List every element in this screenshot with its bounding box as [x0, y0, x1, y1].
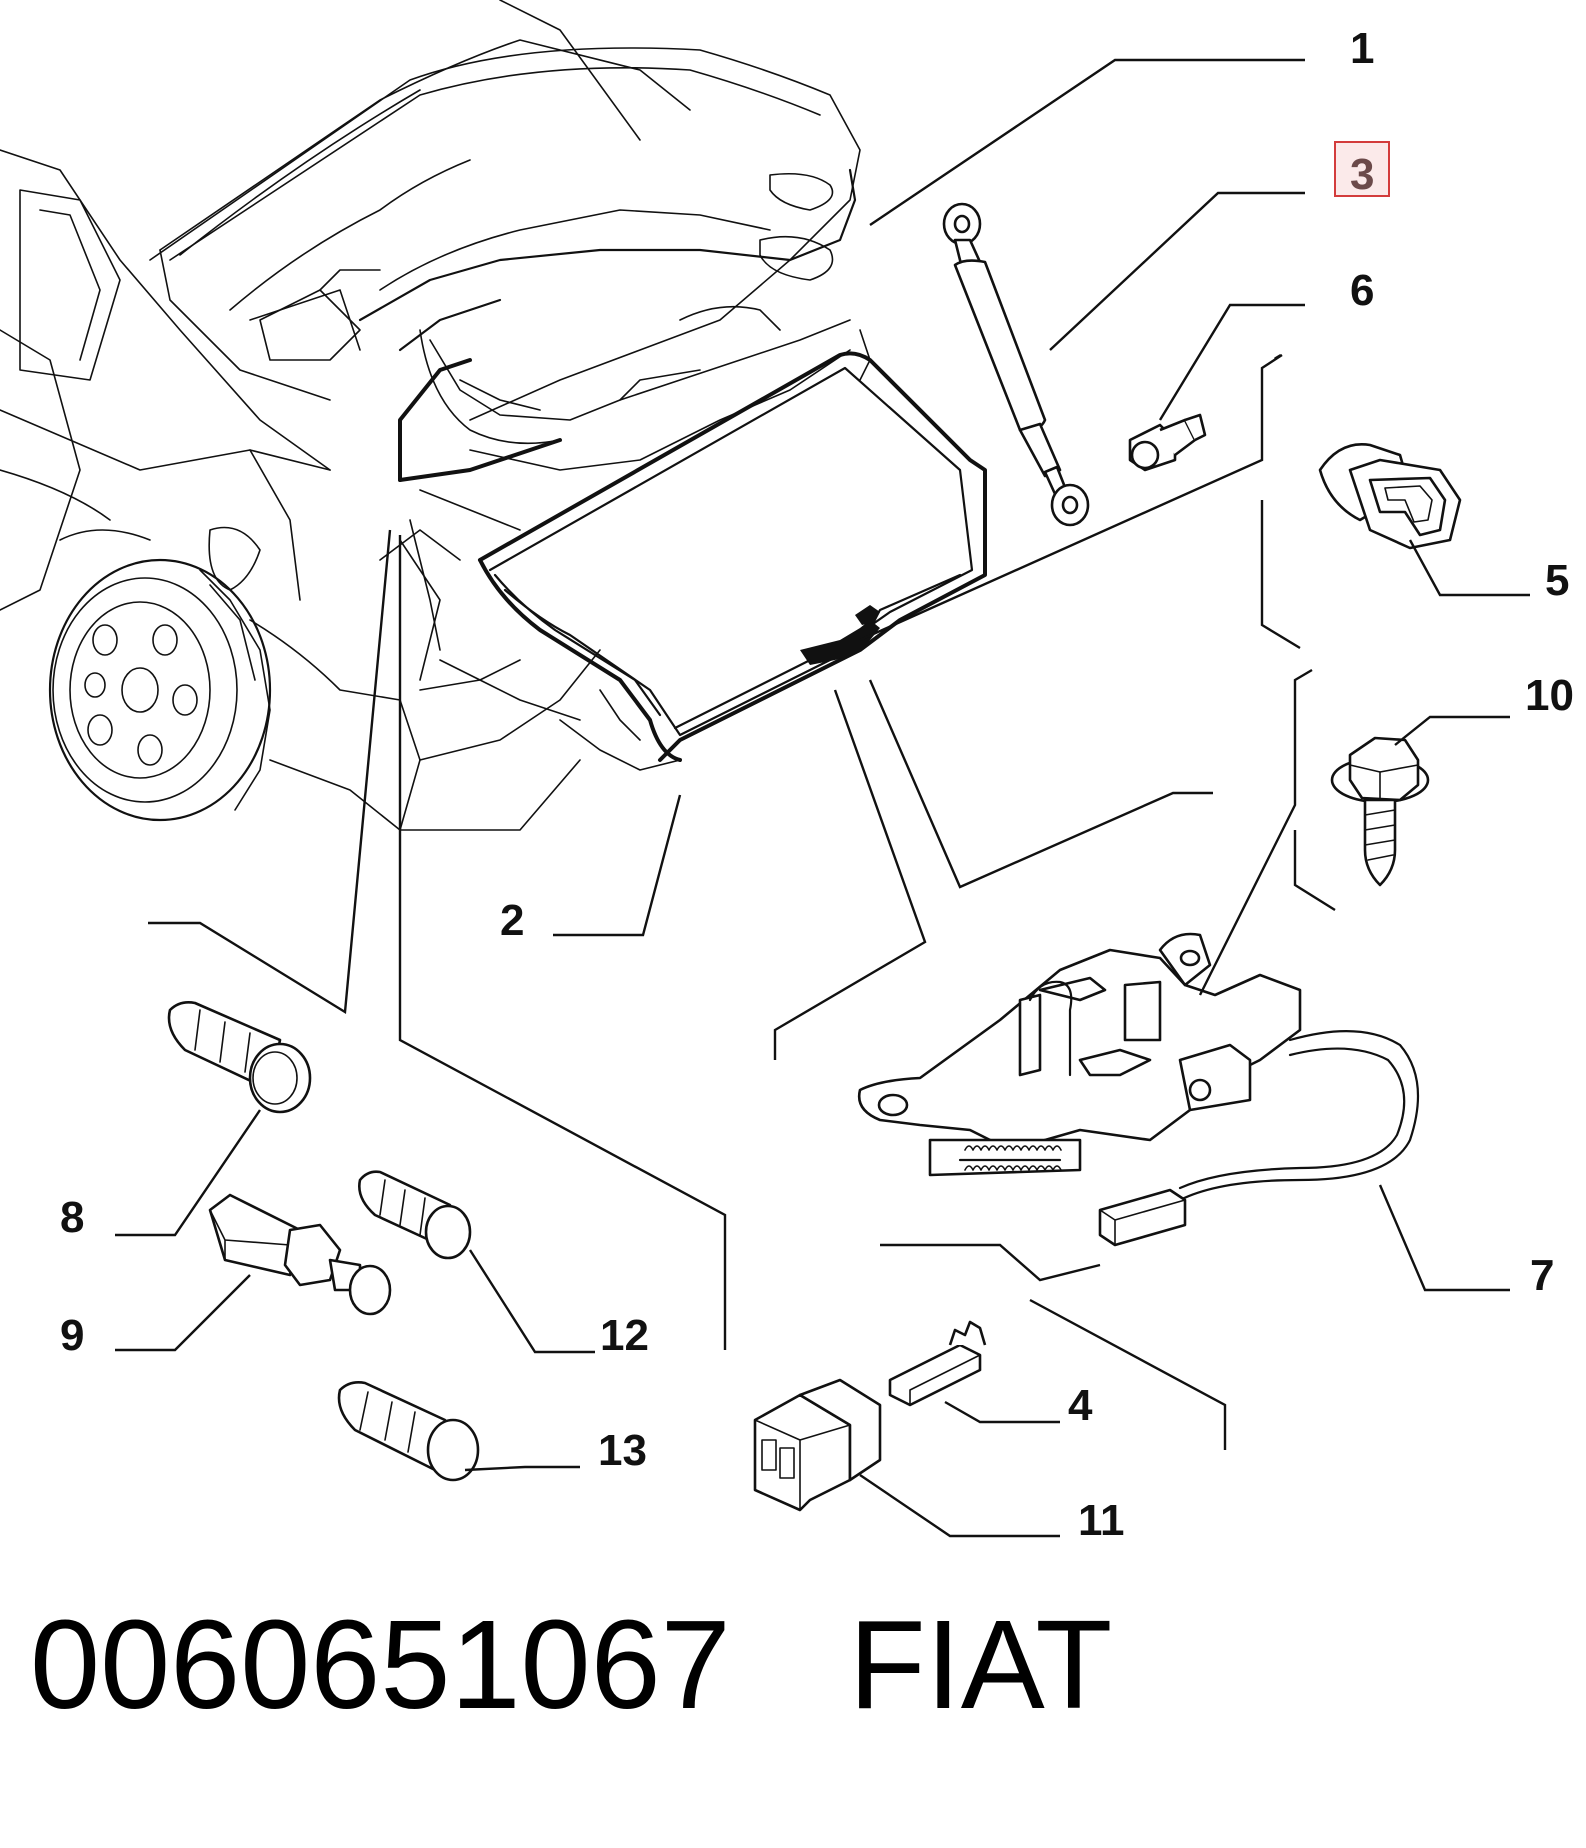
pin-part-13	[337, 1381, 480, 1482]
callout-2: 2	[500, 896, 524, 945]
car-rear-illustration	[0, 0, 871, 831]
callout-11: 11	[1078, 1496, 1125, 1545]
callout-1: 1	[1350, 24, 1374, 73]
callout-7: 7	[1530, 1251, 1554, 1300]
pin-part-12	[358, 1170, 472, 1260]
leader-lines	[115, 58, 1530, 1538]
rivet-part-9	[208, 1193, 392, 1316]
callout-5: 5	[1545, 556, 1569, 605]
screw-part-6	[1128, 413, 1207, 472]
callout-9: 9	[60, 1311, 84, 1360]
trunk-latch-part-7	[857, 932, 1420, 1247]
callout-3-highlight	[1334, 141, 1390, 197]
callout-12: 12	[600, 1311, 649, 1360]
callout-6: 6	[1350, 266, 1374, 315]
clip-part-5	[1318, 442, 1462, 550]
terminal-part-4	[888, 1320, 987, 1407]
footer-caption: 0060651067 FIAT	[30, 1590, 1570, 1740]
brand-name: FIAT	[848, 1594, 1113, 1735]
part-number: 0060651067	[30, 1594, 731, 1735]
callout-3: 3	[1350, 150, 1374, 199]
pin-part-8	[167, 1001, 312, 1114]
callout-labels: 1 3 6 5 10 2 8 7 9 12 4 13 11	[60, 24, 1574, 1545]
callout-13: 13	[598, 1426, 647, 1475]
trunk-seal-part-2	[478, 351, 987, 762]
bolt-part-10	[1330, 736, 1430, 887]
callout-8: 8	[60, 1193, 84, 1242]
callout-10: 10	[1525, 671, 1574, 720]
connector-part-11	[753, 1378, 882, 1512]
callout-4: 4	[1068, 1381, 1093, 1430]
gas-strut-part-3	[942, 202, 1090, 527]
